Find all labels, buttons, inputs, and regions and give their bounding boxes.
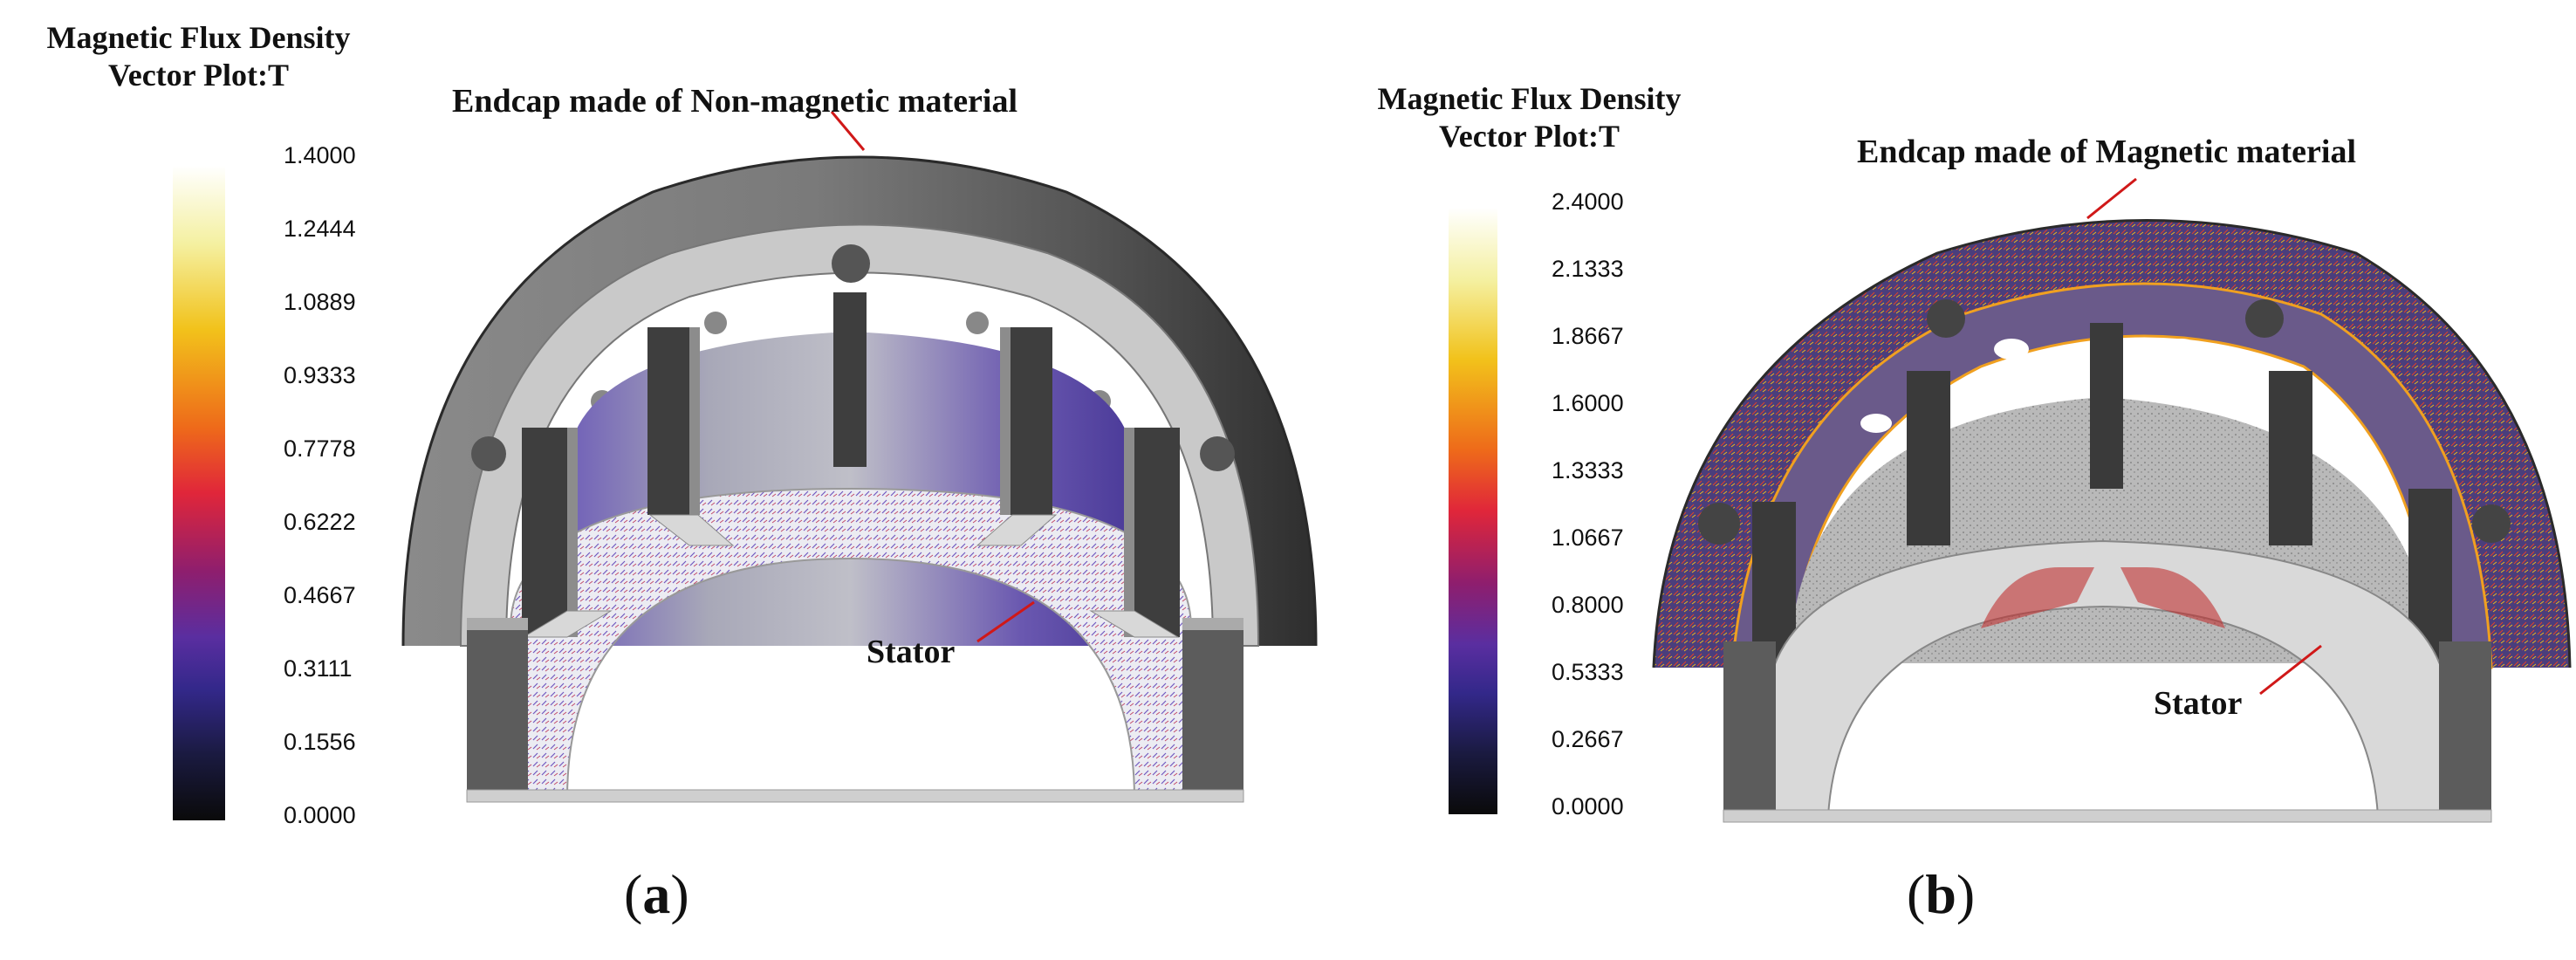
stator-tooth xyxy=(833,292,867,467)
colorbar-a-tick: 1.2444 xyxy=(284,216,356,242)
bolt-hole xyxy=(471,436,506,471)
bolt-hole xyxy=(1927,299,1965,338)
colorbar-a-tick: 1.4000 xyxy=(284,142,356,168)
colorbar-a xyxy=(173,166,225,820)
stator-label-a: Stator xyxy=(867,634,956,670)
legend-title-a-line1: Magnetic Flux Density xyxy=(46,20,351,55)
colorbar-b-tick: 2.4000 xyxy=(1552,189,1624,215)
motor-model-a xyxy=(401,155,1318,803)
colorbar-a-tick: 1.0889 xyxy=(284,289,356,315)
colorbar-a-tick: 0.9333 xyxy=(284,362,356,388)
colorbar-b-tick: 1.0667 xyxy=(1552,525,1624,551)
colorbar-a-tick: 0.7778 xyxy=(284,435,356,462)
stator-b xyxy=(1766,539,2449,817)
bolt-hole xyxy=(1200,436,1235,471)
stator-tooth xyxy=(522,428,567,637)
colorbar-a-tick: 0.1556 xyxy=(284,729,356,755)
stator-tooth xyxy=(647,327,689,515)
stator-tooth xyxy=(1907,371,1950,545)
leader-line-endcap-b xyxy=(2086,177,2137,220)
bolt-hole xyxy=(1698,503,1740,545)
legend-title-b-line1: Magnetic Flux Density xyxy=(1377,81,1682,116)
stator-tooth xyxy=(2269,371,2312,545)
leader-line-stator-a xyxy=(976,600,1035,643)
colorbar-b-tick: 1.8667 xyxy=(1552,323,1624,349)
endcap-magnetic xyxy=(1654,220,2570,668)
stator-tooth xyxy=(1134,428,1180,637)
stator-label-b: Stator xyxy=(2154,685,2243,722)
colorbar-b-tick: 1.3333 xyxy=(1552,457,1624,483)
caption-b: (b) xyxy=(1907,863,1976,925)
colorbar-b-tick: 0.5333 xyxy=(1552,659,1624,685)
legend-title-a-line2: Vector Plot:T xyxy=(108,58,289,93)
legend-title-b: Magnetic Flux Density Vector Plot:T xyxy=(1331,80,1728,155)
colorbar-b xyxy=(1449,208,1497,814)
legend-title-a: Magnetic Flux Density Vector Plot:T xyxy=(0,19,397,94)
legend-title-b-line2: Vector Plot:T xyxy=(1439,119,1620,154)
caption-a: (a) xyxy=(624,863,689,925)
endcap-flange-a xyxy=(459,223,1260,647)
base-foot xyxy=(1182,618,1243,801)
base-foot xyxy=(1723,641,1776,816)
base-foot xyxy=(467,618,528,801)
leader-line-endcap-a xyxy=(830,111,866,151)
endcap-label-a: Endcap made of Non-magnetic material xyxy=(452,83,1018,120)
caption-a-letter: a xyxy=(642,863,671,925)
caption-b-letter: b xyxy=(1925,863,1956,925)
stator-tooth xyxy=(2090,323,2123,489)
leader-line-stator-b xyxy=(2259,644,2322,696)
colorbar-a-tick: 0.6222 xyxy=(284,509,356,535)
colorbar-b-tick: 2.1333 xyxy=(1552,256,1624,282)
motor-model-b xyxy=(1652,219,2572,823)
bolt-hole xyxy=(2472,504,2511,543)
bolt-hole xyxy=(2245,299,2284,338)
colorbar-a-tick: 0.0000 xyxy=(284,802,356,828)
base-foot xyxy=(2439,641,2491,816)
colorbar-b-tick: 1.6000 xyxy=(1552,390,1624,416)
colorbar-b-tick: 0.0000 xyxy=(1552,793,1624,819)
colorbar-b-tick: 0.2667 xyxy=(1552,726,1624,752)
stator-tooth xyxy=(1011,327,1052,515)
colorbar-a-tick: 0.4667 xyxy=(284,582,356,608)
colorbar-b-tick: 0.8000 xyxy=(1552,592,1624,618)
endcap-label-b: Endcap made of Magnetic material xyxy=(1857,134,2357,170)
colorbar-a-tick: 0.3111 xyxy=(284,655,353,682)
bolt-hole xyxy=(832,244,870,283)
